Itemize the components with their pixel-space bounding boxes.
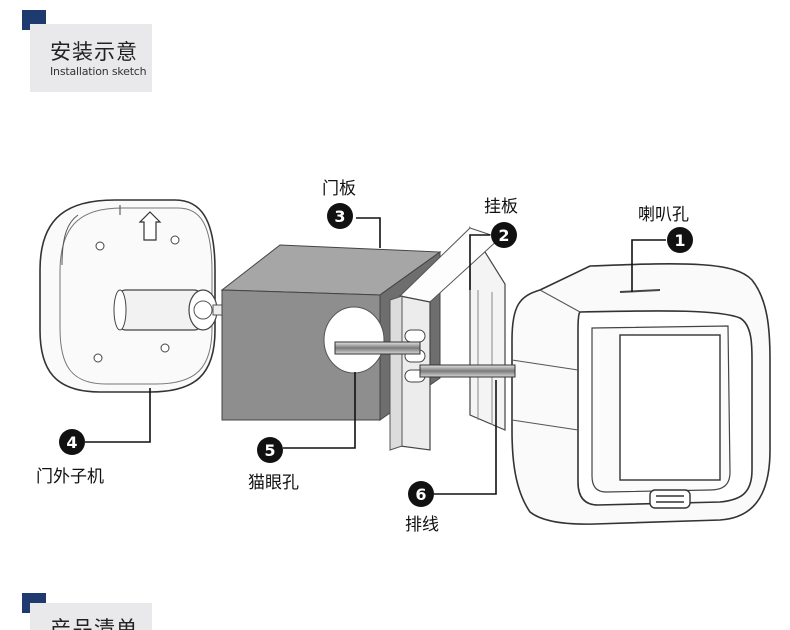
callout-5-label: 猫眼孔 <box>248 473 299 493</box>
indoor-monitor <box>511 263 771 525</box>
callout-1-label: 喇叭孔 <box>638 205 689 225</box>
callout-2-number: 2 <box>498 226 509 245</box>
callout-2-label: 挂板 <box>484 197 518 217</box>
callout-4-label: 门外子机 <box>36 467 104 487</box>
callout-5-number: 5 <box>264 441 275 460</box>
section-title: 产品清单 <box>50 617 138 630</box>
section-title: 安装示意 <box>50 40 138 64</box>
callout-1-number: 1 <box>674 231 685 250</box>
callout-2-badge <box>491 222 517 248</box>
cable-rod <box>334 341 516 378</box>
callout-4: 4 门外子机 <box>36 429 104 487</box>
callout-2: 2 挂板 <box>484 197 518 248</box>
callout-4-badge <box>59 429 85 455</box>
section-header-install: 安装示意 Installation sketch <box>30 24 152 92</box>
outdoor-unit <box>39 199 228 393</box>
section-header-product-list: 产品清单 <box>30 603 152 630</box>
callout-6: 6 排线 <box>405 481 439 535</box>
callout-3-label: 门板 <box>322 179 356 199</box>
callout-5: 5 猫眼孔 <box>248 437 299 493</box>
section-subtitle: Installation sketch <box>50 65 147 78</box>
leader-lines <box>85 217 666 495</box>
callout-3-number: 3 <box>334 207 345 226</box>
callout-3: 3 门板 <box>322 179 356 229</box>
callout-6-badge <box>408 481 434 507</box>
callout-6-number: 6 <box>415 485 426 504</box>
callout-3-badge <box>327 203 353 229</box>
callout-1-badge <box>667 227 693 253</box>
callout-6-label: 排线 <box>405 515 439 535</box>
callout-4-number: 4 <box>66 433 77 452</box>
callout-1: 1 喇叭孔 <box>638 205 693 253</box>
callout-5-badge <box>257 437 283 463</box>
mounting-plate <box>389 225 506 451</box>
